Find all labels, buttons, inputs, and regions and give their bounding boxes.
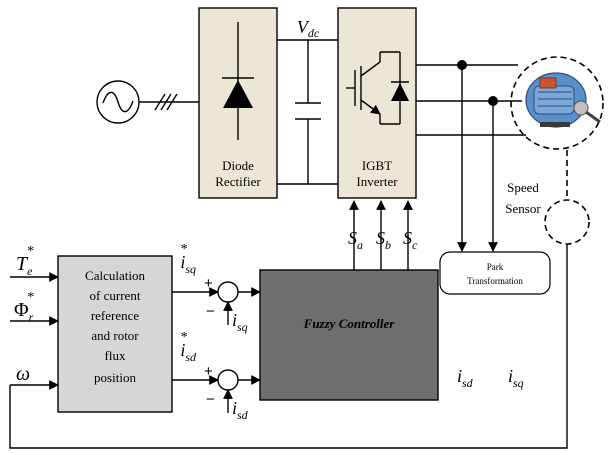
vdc-label: Vdc — [297, 17, 320, 40]
calc-label-2: of current — [90, 288, 141, 303]
induction-motor — [510, 56, 604, 150]
torque-reference-label: Te* — [16, 244, 33, 278]
park-label-1: Park — [487, 262, 504, 272]
isd-summing-junction — [217, 369, 239, 391]
park-outputs: isd isq — [457, 366, 524, 390]
fuzzy-controller-block: Fuzzy Controller — [259, 269, 439, 401]
igbt-inverter-label-1: IGBT — [362, 158, 392, 173]
isq-summing-junction — [217, 281, 239, 303]
calc-label-3: reference — [91, 308, 140, 323]
isd-reference-label: isd* — [180, 330, 197, 364]
diode-rectifier-label-1: Diode — [222, 158, 254, 173]
isq-path: + − isq* isq — [172, 242, 261, 334]
isd-output-label: isd — [457, 366, 474, 390]
speed-sensor-icon — [544, 199, 590, 245]
speed-sensor-label-2: Sensor — [505, 201, 541, 216]
igbt-inverter-label-2: Inverter — [356, 174, 398, 189]
sb-label: Sb — [376, 228, 391, 252]
calc-label-1: Calculation — [85, 268, 145, 283]
isd-minus-sign: − — [206, 391, 215, 408]
speed-sensor: Speed Sensor — [505, 150, 590, 245]
park-label-2: Transformation — [467, 276, 523, 286]
freewheel-diode-icon — [391, 83, 409, 101]
sc-label: Sc — [403, 228, 418, 252]
speed-input-label: ω — [16, 363, 30, 385]
diode-rectifier-label-2: Rectifier — [215, 174, 261, 189]
diode-icon — [223, 80, 253, 108]
calculation-block: Calculation of current reference and rot… — [57, 255, 173, 413]
igbt-inverter-block: IGBT Inverter — [337, 7, 417, 199]
motor-supply-lines — [416, 60, 526, 252]
flux-reference-label: Φr* — [14, 290, 34, 324]
isq-reference-label: isq* — [180, 242, 196, 276]
diode-rectifier-block: Diode Rectifier — [198, 7, 278, 199]
isd-plus-sign: + — [204, 363, 213, 380]
calc-label-5: flux — [105, 348, 126, 363]
isq-output-label: isq — [508, 366, 524, 390]
switching-signals: Sa Sb Sc — [348, 200, 418, 270]
dc-link: Vdc — [277, 17, 338, 185]
isq-feedback-label: isq — [232, 310, 248, 334]
sa-label: Sa — [348, 228, 363, 252]
speed-sensor-label-1: Speed — [507, 180, 539, 195]
three-phase-mark — [139, 93, 199, 111]
park-transformation-block: Park Transformation — [439, 251, 551, 295]
calc-label-4: and rotor — [91, 328, 139, 343]
reference-inputs: Te* Φr* ω — [10, 244, 59, 390]
speed-feedback-loop — [9, 244, 568, 449]
isd-feedback-label: isd — [232, 398, 249, 422]
fuzzy-controller-label: Fuzzy Controller — [303, 316, 396, 331]
isq-plus-sign: + — [204, 275, 213, 292]
isd-path: + − isd* isd — [172, 330, 261, 422]
calc-label-6: position — [94, 370, 136, 385]
isq-minus-sign: − — [206, 303, 215, 320]
ac-source — [96, 80, 140, 124]
